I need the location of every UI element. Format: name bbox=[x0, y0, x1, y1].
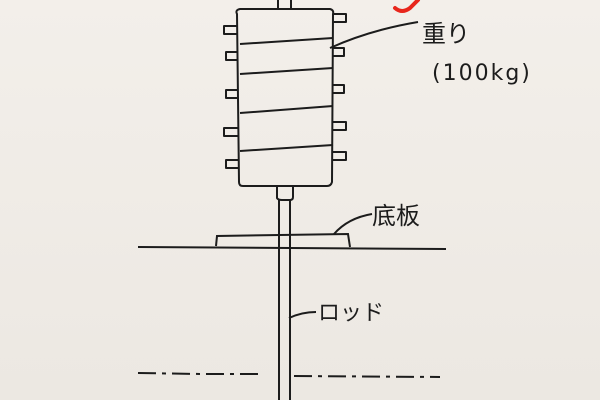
ground-line bbox=[137, 246, 447, 250]
lower-dashed-line-right bbox=[293, 375, 441, 378]
lower-dashed-line bbox=[137, 372, 262, 375]
rod-label: ロッド bbox=[318, 301, 384, 326]
rod bbox=[278, 200, 291, 400]
base-plate-leader-line bbox=[333, 213, 373, 235]
red-mark bbox=[393, 0, 420, 13]
rod-leader-line bbox=[288, 311, 317, 319]
weight-mass-label: (100kg) bbox=[432, 61, 532, 86]
rod-collar bbox=[276, 187, 294, 201]
base-plate-label: 底板 bbox=[372, 202, 420, 230]
weight-label: 重り bbox=[422, 20, 470, 48]
base-plate bbox=[215, 232, 351, 248]
weight-stack bbox=[223, 8, 347, 187]
weight-leader-line bbox=[329, 21, 419, 49]
